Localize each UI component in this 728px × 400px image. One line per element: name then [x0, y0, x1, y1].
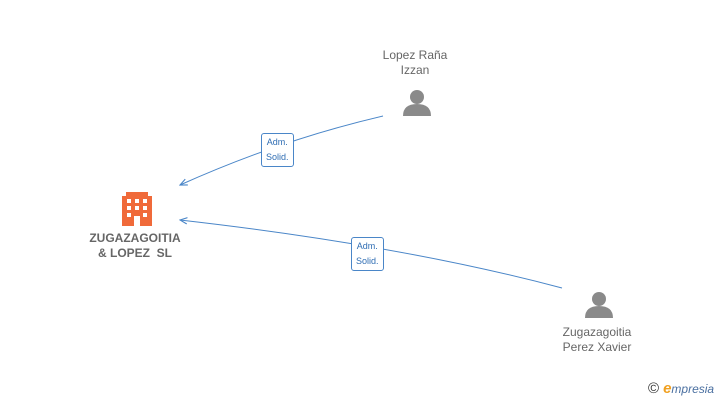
- brand-name: mpresia: [671, 382, 715, 396]
- person2-name-line1: Zugazagoitia: [562, 325, 632, 339]
- brand-logo: ©empresia: [648, 380, 714, 397]
- company-name-line2: & LOPEZ SL: [97, 246, 172, 260]
- company-label[interactable]: ZUGAZAGOITIA & LOPEZ SL: [77, 231, 193, 261]
- edge-label-line1: Adm.: [356, 241, 378, 251]
- person-icon[interactable]: [585, 292, 613, 318]
- building-icon[interactable]: [122, 192, 152, 226]
- edge-person2-company: [180, 220, 563, 289]
- person2-label[interactable]: Zugazagoitia Perez Xavier: [547, 325, 647, 355]
- person-icon[interactable]: [403, 90, 431, 116]
- company-name-line1: ZUGAZAGOITIA: [89, 231, 181, 245]
- edge-label-line2: Solid.: [266, 152, 289, 162]
- edge-label-line2: Solid.: [356, 256, 379, 266]
- person2-name-line2: Perez Xavier: [562, 340, 632, 354]
- person1-name-line1: Lopez Raña: [382, 48, 448, 62]
- edge-label-line1: Adm.: [266, 137, 288, 147]
- brand-letter: e: [663, 380, 672, 397]
- edge-label-person2: Adm. Solid.: [351, 237, 384, 271]
- edge-label-person1: Adm. Solid.: [261, 133, 294, 167]
- person1-label[interactable]: Lopez Raña Izzan: [365, 48, 465, 78]
- person1-name-line2: Izzan: [400, 63, 430, 77]
- copyright-symbol: ©: [648, 380, 660, 397]
